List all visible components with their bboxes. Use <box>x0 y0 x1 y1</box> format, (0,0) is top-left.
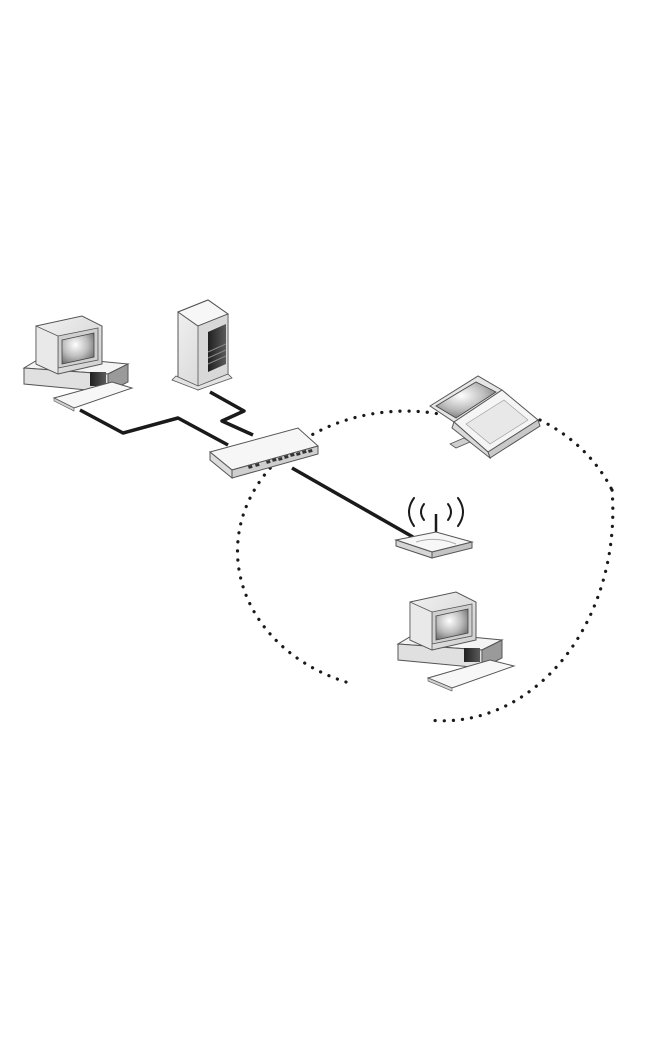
desktop-computer-icon <box>24 316 132 411</box>
wireless-router-icon <box>396 498 472 558</box>
link-switch-to-access-point <box>292 468 413 537</box>
desktop-computer-icon <box>398 592 514 691</box>
link-server-to-switch <box>210 392 253 435</box>
laptop-icon <box>430 376 540 458</box>
switch-icon <box>210 428 318 478</box>
tower-server-icon <box>172 300 232 390</box>
link-desktop-to-switch <box>80 410 228 445</box>
